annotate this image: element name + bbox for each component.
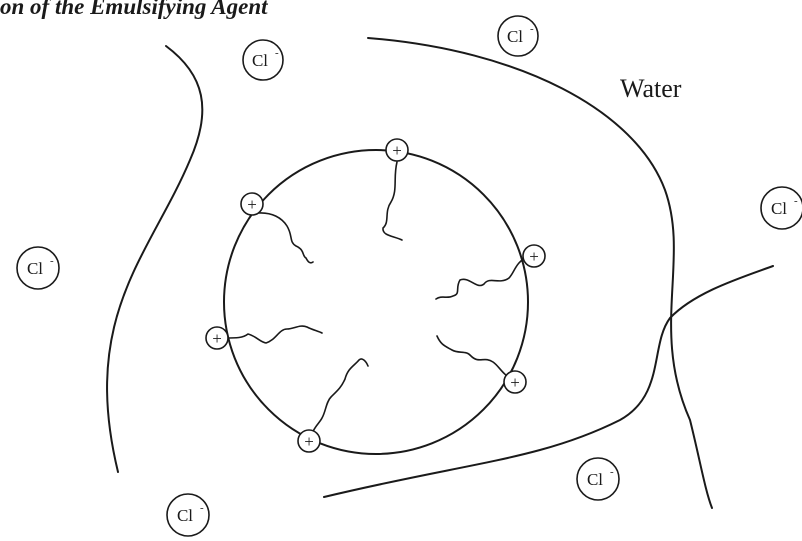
cation-head-left: + [205,326,229,350]
svg-text:-: - [530,23,534,35]
surfactant-tail-top [382,161,403,241]
diagram-title: on of the Emulsifying Agent [0,0,268,19]
svg-text:Cl: Cl [252,51,268,70]
cation-head-bottom: + [297,429,321,453]
chloride-ion: Cl - [166,493,210,537]
surfactant-tail-lower-right [436,335,514,381]
chloride-ion: Cl - [576,457,620,501]
svg-text:-: - [200,502,204,514]
svg-text:-: - [794,195,798,207]
svg-text:Cl: Cl [177,506,193,525]
svg-text:+: + [212,329,222,348]
svg-text:Cl: Cl [507,27,523,46]
svg-text:+: + [304,432,314,451]
water-label: Water [620,74,682,103]
svg-text:-: - [610,466,614,478]
svg-text:+: + [247,195,257,214]
boundary-curve-right [367,37,713,509]
cation-head-top: + [385,138,409,162]
surfactant-tail-upper-left [257,212,314,264]
surfactant-tail-right [435,255,530,300]
svg-text:Cl: Cl [771,199,787,218]
chloride-ion: Cl - [242,39,284,81]
chloride-ion: Cl - [497,15,539,57]
svg-text:-: - [275,47,279,59]
svg-text:Cl: Cl [587,470,603,489]
surfactant-tail-bottom [310,358,369,441]
svg-text:-: - [50,255,54,267]
boundary-curve-left [106,45,204,473]
surfactant-tail-left [223,325,323,344]
cation-head-right: + [522,244,546,268]
cation-head-upper-left: + [240,192,264,216]
svg-text:+: + [529,247,539,266]
svg-text:+: + [392,141,402,160]
svg-text:Cl: Cl [27,259,43,278]
boundary-curve-bottom [323,265,774,498]
chloride-ion: Cl - [16,246,60,290]
chloride-ion: Cl - [760,186,802,230]
oil-droplet [223,149,529,455]
cation-head-lower-right: + [503,370,527,394]
svg-text:+: + [510,373,520,392]
